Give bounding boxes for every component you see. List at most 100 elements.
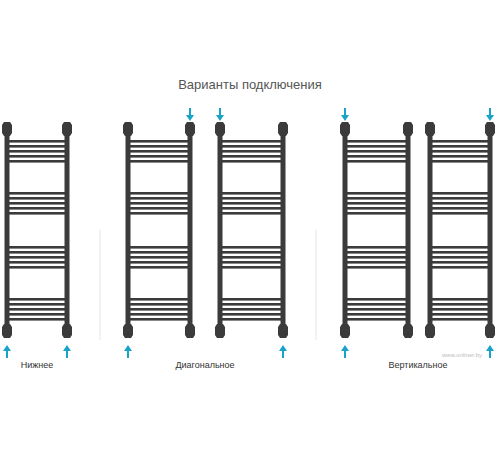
bar <box>7 197 67 200</box>
bar <box>345 207 408 210</box>
rail-cap <box>123 122 133 136</box>
rail-cap <box>425 122 435 136</box>
bar <box>345 303 408 306</box>
bar <box>430 261 490 264</box>
bar <box>345 202 408 205</box>
rail-cap <box>340 122 350 136</box>
bar <box>220 256 283 259</box>
arrow-head <box>279 345 287 351</box>
rail-cap <box>215 122 225 136</box>
bar <box>430 318 490 321</box>
bar <box>345 212 408 215</box>
rail-cap <box>185 324 195 338</box>
bar <box>128 266 190 269</box>
bar <box>430 303 490 306</box>
bar <box>345 308 408 311</box>
rail-cap <box>278 324 288 338</box>
bar <box>430 266 490 269</box>
bar <box>7 192 67 195</box>
bar <box>7 145 67 148</box>
rail-cap <box>2 324 12 338</box>
connection-arrows <box>3 108 494 358</box>
bar <box>7 140 67 143</box>
bar <box>220 298 283 301</box>
bar <box>220 212 283 215</box>
bar <box>430 256 490 259</box>
bar <box>430 251 490 254</box>
bar <box>128 202 190 205</box>
bar <box>128 155 190 158</box>
towel-radiators <box>2 122 495 338</box>
arrow-shaft <box>489 350 491 358</box>
bar <box>128 261 190 264</box>
rail-cap <box>123 324 133 338</box>
arrow-head <box>124 345 132 351</box>
bar <box>345 192 408 195</box>
arrow-head <box>216 115 224 121</box>
bar <box>430 197 490 200</box>
bar <box>345 298 408 301</box>
bar <box>128 150 190 153</box>
bar <box>7 303 67 306</box>
bar <box>7 160 67 163</box>
bar <box>345 266 408 269</box>
bar <box>128 212 190 215</box>
bar <box>7 202 67 205</box>
bar <box>220 318 283 321</box>
bar <box>128 192 190 195</box>
bar <box>7 246 67 249</box>
bar <box>7 251 67 254</box>
arrow-head <box>186 115 194 121</box>
bar <box>7 155 67 158</box>
bar <box>220 197 283 200</box>
bar <box>7 266 67 269</box>
watermark: www.onliner.by <box>442 352 482 358</box>
bar <box>220 207 283 210</box>
bar <box>7 298 67 301</box>
rail-cap <box>485 122 495 136</box>
bar <box>430 246 490 249</box>
arrow-shaft <box>127 350 129 358</box>
bar <box>128 298 190 301</box>
bar <box>430 313 490 316</box>
bar <box>128 251 190 254</box>
bar <box>220 303 283 306</box>
arrow-shaft <box>219 108 221 116</box>
bar <box>220 192 283 195</box>
bar <box>128 256 190 259</box>
bar <box>430 150 490 153</box>
arrow-head <box>341 115 349 121</box>
bar <box>128 313 190 316</box>
bar <box>220 251 283 254</box>
bar <box>128 303 190 306</box>
rail-cap <box>278 122 288 136</box>
bar <box>7 212 67 215</box>
connection-label: Нижнее <box>21 360 54 370</box>
bar <box>128 145 190 148</box>
bar <box>220 160 283 163</box>
bar <box>220 261 283 264</box>
rail-cap <box>62 324 72 338</box>
rail-cap <box>425 324 435 338</box>
rail-cap <box>62 122 72 136</box>
bar <box>430 298 490 301</box>
bar <box>430 308 490 311</box>
bar <box>430 207 490 210</box>
connection-label: Вертикальное <box>388 360 447 370</box>
bar <box>430 140 490 143</box>
bar <box>7 256 67 259</box>
bar <box>345 318 408 321</box>
bar <box>345 140 408 143</box>
arrow-head <box>63 345 71 351</box>
title: Варианты подключения <box>178 77 322 92</box>
arrow-shaft <box>282 350 284 358</box>
bar <box>7 308 67 311</box>
arrow-shaft <box>66 350 68 358</box>
bar <box>220 145 283 148</box>
bar <box>345 145 408 148</box>
bar <box>345 246 408 249</box>
bar <box>220 155 283 158</box>
arrow-head <box>341 345 349 351</box>
rail-cap <box>2 122 12 136</box>
